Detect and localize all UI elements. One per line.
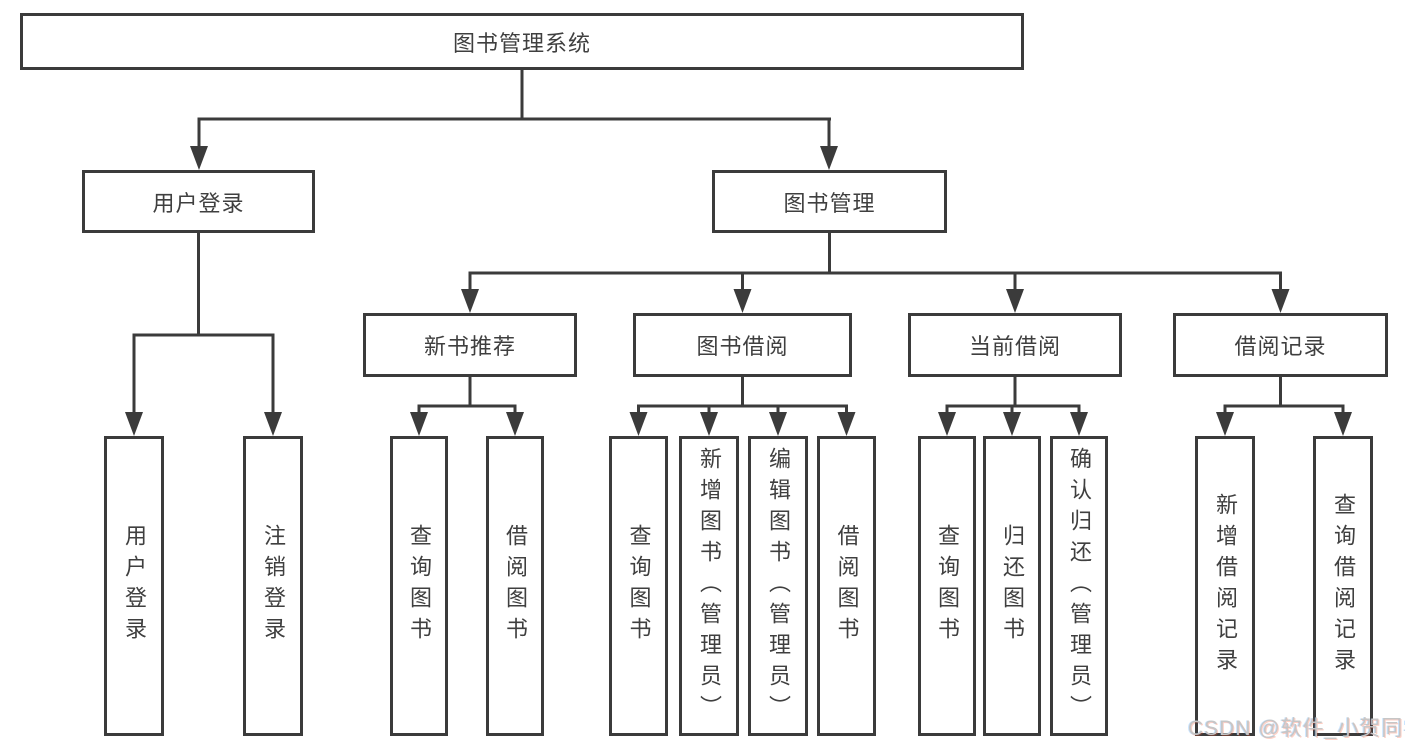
node-new-book-recommend: 新书推荐 xyxy=(363,313,577,377)
connector-root xyxy=(190,67,838,170)
watermark: CSDN @软件_小贺同学 xyxy=(1188,717,1405,740)
leaf-add-books-admin: 新增图书（管理员） xyxy=(679,436,739,736)
leaf-current-query-books: 查询图书 xyxy=(918,436,976,736)
connector-user-login xyxy=(125,231,282,436)
leaf-return-books: 归还图书 xyxy=(983,436,1041,736)
connector-borrow-records xyxy=(1216,375,1352,436)
connector-new-book-recommend xyxy=(410,375,524,436)
leaf-edit-books-admin: 编辑图书（管理员） xyxy=(748,436,808,736)
node-user-login: 用户登录 xyxy=(82,170,315,233)
connector-book-management xyxy=(461,231,1290,313)
leaf-user-login: 用户登录 xyxy=(104,436,164,736)
node-borrow-records: 借阅记录 xyxy=(1173,313,1388,377)
node-book-management: 图书管理 xyxy=(712,170,947,233)
leaf-borrow-query-books: 查询图书 xyxy=(609,436,668,736)
leaf-query-borrow-record: 查询借阅记录 xyxy=(1313,436,1373,736)
leaf-add-borrow-record: 新增借阅记录 xyxy=(1195,436,1255,736)
connector-current-borrow xyxy=(938,375,1088,436)
leaf-logout: 注销登录 xyxy=(243,436,303,736)
leaf-recommend-query-books: 查询图书 xyxy=(390,436,448,736)
connector-book-borrow xyxy=(629,375,856,436)
leaf-confirm-return-admin: 确认归还（管理员） xyxy=(1050,436,1108,736)
node-current-borrow: 当前借阅 xyxy=(908,313,1122,377)
leaf-borrow-books: 借阅图书 xyxy=(817,436,876,736)
node-root: 图书管理系统 xyxy=(20,13,1024,70)
node-book-borrow: 图书借阅 xyxy=(633,313,852,377)
leaf-recommend-borrow-books: 借阅图书 xyxy=(486,436,544,736)
